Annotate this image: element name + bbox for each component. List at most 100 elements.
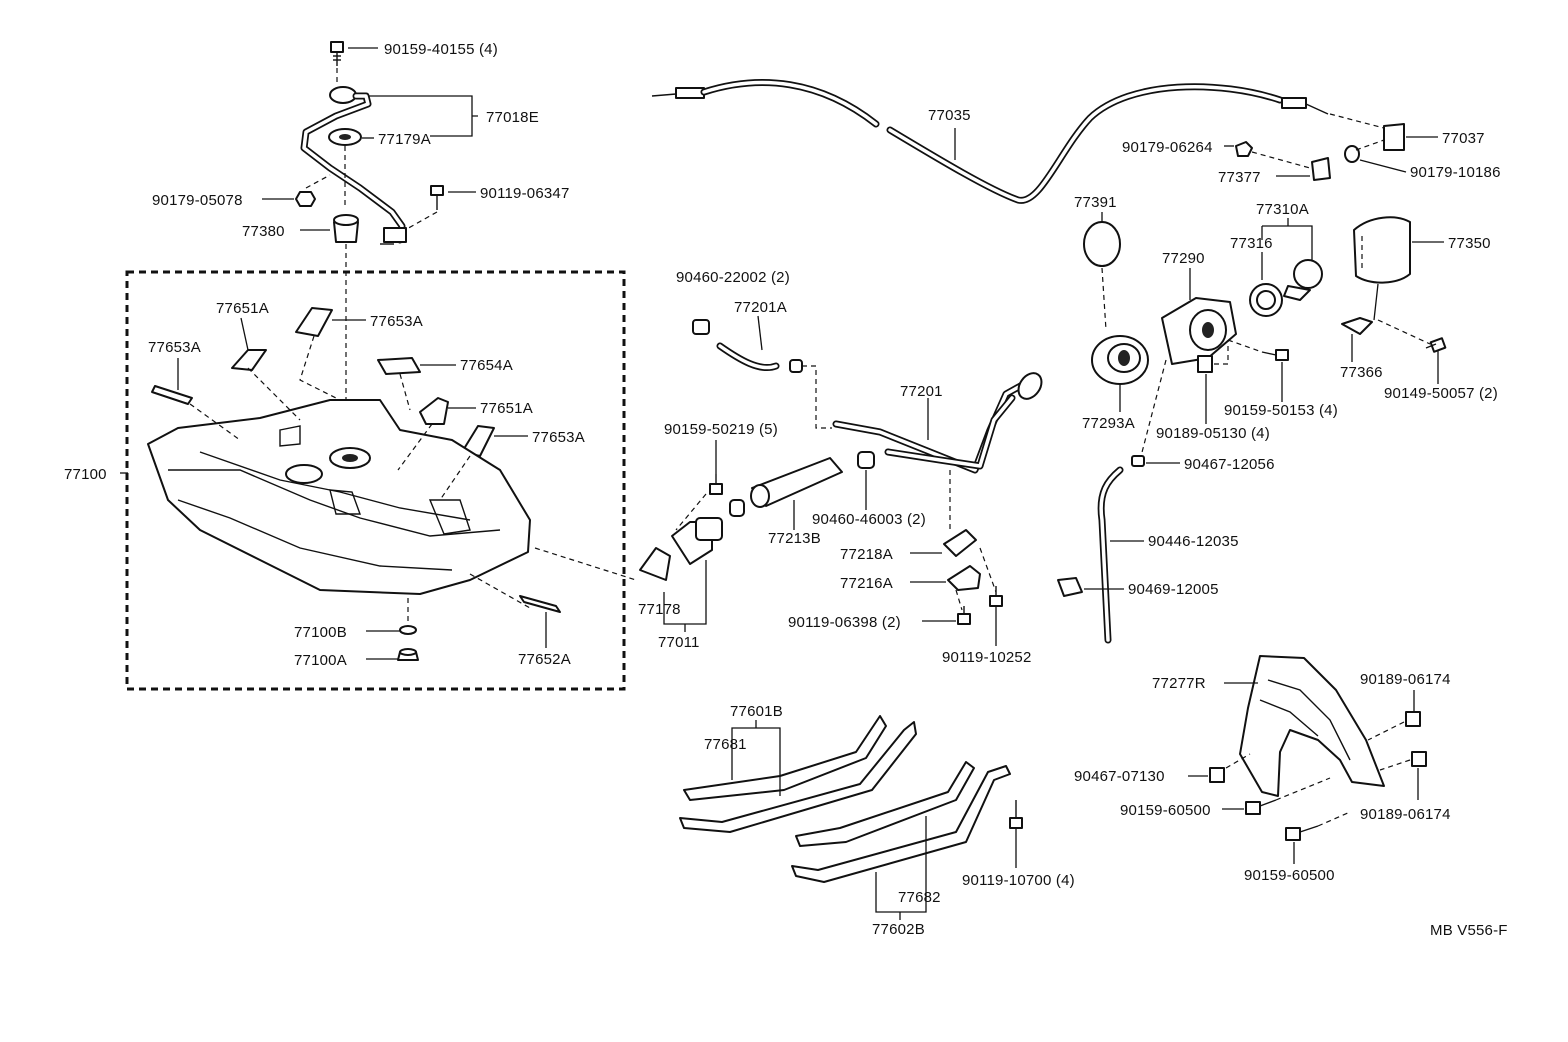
clamp-90460-22002-icon xyxy=(692,319,710,335)
label-77380: 77380 xyxy=(242,223,285,240)
label-90189-05130: 90189-05130 (4) xyxy=(1156,425,1270,442)
strap-77602b-icon xyxy=(791,761,1011,883)
seal-77293a-icon xyxy=(1091,335,1149,385)
label-90189-06174-bot: 90189-06174 xyxy=(1360,806,1451,823)
nut-90179-05078-icon xyxy=(295,191,316,207)
label-77277r: 77277R xyxy=(1152,675,1206,692)
label-90179-06264: 90179-06264 xyxy=(1122,139,1213,156)
label-90149-50057: 90149-50057 (2) xyxy=(1384,385,1498,402)
label-90119-10700: 90119-10700 (4) xyxy=(962,872,1075,889)
clip-90189-06174-bot-icon xyxy=(1411,751,1427,767)
label-77037: 77037 xyxy=(1442,130,1485,147)
nut-77100a-icon xyxy=(397,648,419,661)
hinge-77366-icon xyxy=(1341,317,1373,335)
label-77035: 77035 xyxy=(928,107,971,124)
fuel-sender-gauge-77018e-icon xyxy=(300,86,407,245)
pad-77654a-icon xyxy=(377,357,421,375)
strap-77601b-icon xyxy=(679,715,917,833)
clamp-small-icon xyxy=(729,499,745,517)
pad-77651a-top-icon xyxy=(231,349,267,371)
label-77310a: 77310A xyxy=(1256,201,1309,218)
flange-77011-icon xyxy=(671,517,723,565)
gasket-77179a-icon xyxy=(328,128,362,146)
clip-90467-12056-icon xyxy=(1131,455,1145,467)
filler-pipe-77201-icon xyxy=(832,372,1043,474)
label-77290: 77290 xyxy=(1162,250,1205,267)
label-77011: 77011 xyxy=(658,634,700,651)
diagram-code: MB V556-F xyxy=(1430,922,1508,939)
cap-77310a-icon xyxy=(1283,259,1323,301)
bracket-77377-icon xyxy=(1311,157,1331,181)
clamp-90460-46003-icon xyxy=(857,451,875,469)
clip-90189-05130-icon xyxy=(1197,355,1213,373)
label-77601b: 77601B xyxy=(730,703,783,720)
hose-77201a-icon xyxy=(716,342,780,372)
label-77293a: 77293A xyxy=(1082,415,1135,432)
gasket-77316-icon xyxy=(1249,283,1283,317)
label-90189-06174-top: 90189-06174 xyxy=(1360,671,1451,688)
nut-90179-10186-icon xyxy=(1344,145,1360,163)
clamp-hose-end-icon xyxy=(789,359,803,373)
pad-77653a-top-icon xyxy=(295,307,333,337)
label-77682: 77682 xyxy=(898,889,941,906)
label-77651a-top: 77651A xyxy=(216,300,269,317)
bolt-90149-50057-icon xyxy=(1425,337,1447,353)
label-77653a-top: 77653A xyxy=(370,313,423,330)
breather-hose-90446-12035-icon xyxy=(1097,466,1124,644)
bracket-77216a-icon xyxy=(947,565,981,591)
label-77350: 77350 xyxy=(1448,235,1491,252)
label-77681: 77681 xyxy=(704,736,747,753)
callout-labels: 90159-40155 (4) 77018E 77179A 90179-0507… xyxy=(64,41,1508,939)
fuel-lid-77350-icon xyxy=(1353,216,1411,284)
label-77653a-mid: 77653A xyxy=(532,429,585,446)
label-90119-10252: 90119-10252 xyxy=(942,649,1032,666)
o-ring-77391-icon xyxy=(1083,221,1121,267)
label-90467-12056: 90467-12056 xyxy=(1184,456,1275,473)
breather-hose-77213b-icon xyxy=(750,457,843,508)
fender-liner-77277r-icon xyxy=(1239,655,1385,797)
label-77100: 77100 xyxy=(64,466,107,483)
label-90159-40155: 90159-40155 (4) xyxy=(384,41,498,58)
label-77178: 77178 xyxy=(638,601,681,618)
label-90179-05078: 90179-05078 xyxy=(152,192,243,209)
label-77213b: 77213B xyxy=(768,530,821,547)
fuel-filler-housing-77290-icon xyxy=(1161,297,1237,365)
bolt-90159-60500-bot-icon xyxy=(1285,825,1319,841)
label-90159-50219: 90159-50219 (5) xyxy=(664,421,778,438)
label-77018e: 77018E xyxy=(486,109,539,126)
label-90179-10186: 90179-10186 xyxy=(1410,164,1501,181)
label-90467-07130: 90467-07130 xyxy=(1074,768,1165,785)
label-77100a: 77100A xyxy=(294,652,347,669)
strip-77652a-icon xyxy=(519,595,561,613)
strip-77653a-left-icon xyxy=(151,385,193,405)
pad-77651a-mid-icon xyxy=(419,397,449,425)
label-77651a-mid: 77651A xyxy=(480,400,533,417)
label-77653a-left: 77653A xyxy=(148,339,201,356)
label-77377: 77377 xyxy=(1218,169,1261,186)
fuel-tank-77100-icon xyxy=(147,399,531,595)
label-90159-60500-left: 90159-60500 xyxy=(1120,802,1211,819)
bolt-90159-40155-icon xyxy=(330,41,344,66)
bolt-90119-10700-icon xyxy=(1009,800,1023,829)
label-77201a: 77201A xyxy=(734,299,787,316)
gasket-77178-icon xyxy=(639,547,671,581)
nut-90179-06264-icon xyxy=(1235,141,1253,157)
cushion-77380-icon xyxy=(333,214,359,243)
label-90159-60500-bot: 90159-60500 xyxy=(1244,867,1335,884)
fuel-lid-cable-77035-icon xyxy=(651,79,1329,204)
bolt-90119-06347-icon xyxy=(430,185,444,210)
label-77100b: 77100B xyxy=(294,624,347,641)
clamp-90469-12005-icon xyxy=(1057,577,1083,597)
bolt-90159-50219-icon xyxy=(709,474,723,495)
label-77201: 77201 xyxy=(900,383,943,400)
bolt-90119-10252-icon xyxy=(989,586,1003,607)
bolt-90159-50153-icon xyxy=(1261,349,1289,361)
bolt-90119-06398-icon xyxy=(957,606,971,625)
label-90119-06398: 90119-06398 (2) xyxy=(788,614,901,631)
label-90159-50153: 90159-50153 (4) xyxy=(1224,402,1338,419)
clip-90189-06174-top-icon xyxy=(1405,711,1421,727)
label-77391: 77391 xyxy=(1074,194,1117,211)
label-90460-46003: 90460-46003 (2) xyxy=(812,511,926,528)
label-77216a: 77216A xyxy=(840,575,893,592)
